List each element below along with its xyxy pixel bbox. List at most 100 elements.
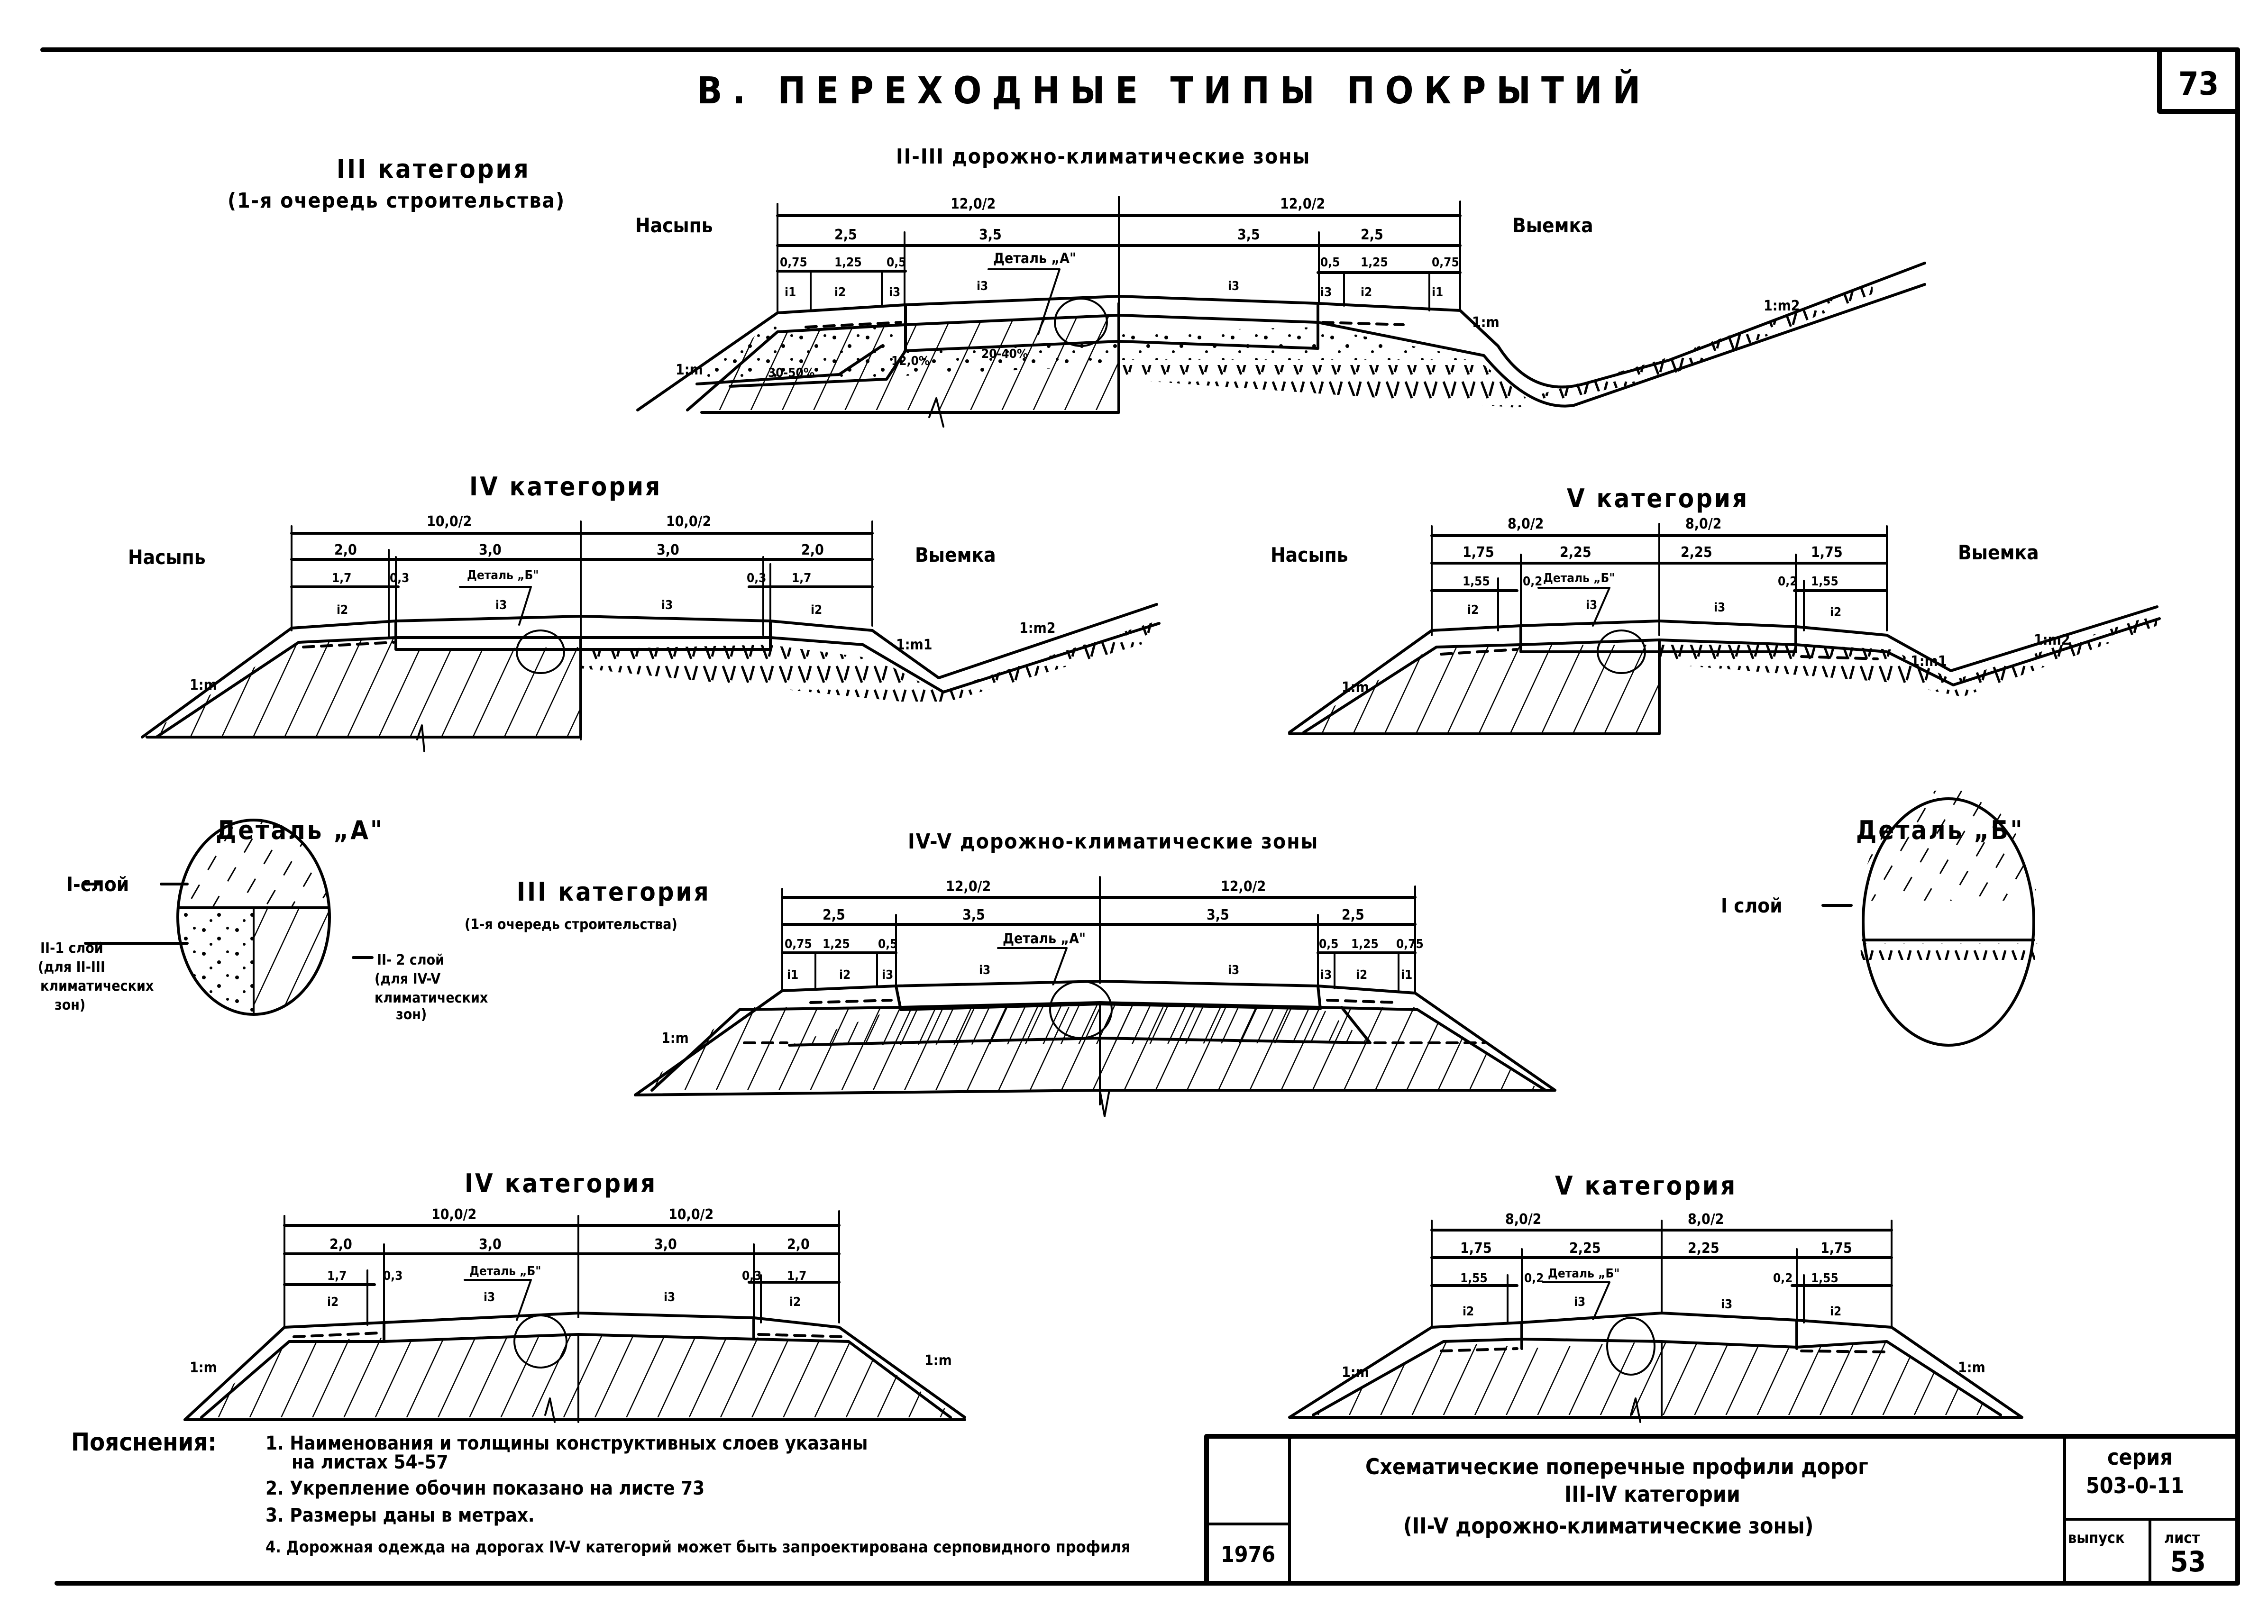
svg-text:0,75: 0,75 [1396,937,1424,951]
svg-text:12,0/2: 12,0/2 [951,196,996,212]
svg-text:i3: i3 [977,279,988,293]
svg-text:0,75: 0,75 [785,937,812,951]
svg-text:8,0/2: 8,0/2 [1508,516,1544,532]
svg-text:10,0/2: 10,0/2 [431,1206,476,1223]
svg-text:8,0/2: 8,0/2 [1688,1211,1724,1228]
profile-top-cat3: III категория (1-я очередь строительства… [228,154,1926,428]
svg-text:Деталь „Б": Деталь „Б" [1543,571,1615,585]
stamp-issue-label: выпуск [2068,1529,2125,1547]
svg-text:III категория: III категория [517,877,711,907]
svg-text:3,0: 3,0 [479,542,502,558]
svg-text:0,3: 0,3 [383,1269,402,1283]
svg-text:0,2: 0,2 [1773,1271,1792,1286]
svg-text:i2: i2 [834,285,846,300]
svg-text:зон): зон) [396,1006,427,1023]
svg-text:(для II-III: (для II-III [38,959,105,976]
svg-text:3,0: 3,0 [479,1236,502,1253]
svg-text:1:m: 1:m [1342,679,1369,696]
stamp-series-label: серия [2107,1444,2173,1470]
svg-text:2,0: 2,0 [334,542,357,558]
svg-text:i3: i3 [979,963,990,977]
svg-text:i3: i3 [1586,598,1597,612]
stamp-title-line2: III-IV категории [1564,1481,1740,1507]
svg-text:1,25: 1,25 [1361,255,1388,270]
svg-text:1:m: 1:m [190,677,217,693]
svg-text:1:m: 1:m [661,1030,689,1047]
cut-label: Выемка [1512,214,1593,237]
svg-text:i3: i3 [661,598,673,612]
svg-text:i2: i2 [1830,605,1841,620]
svg-text:10,0/2: 10,0/2 [668,1206,713,1223]
svg-text:1,7: 1,7 [787,1269,806,1283]
svg-text:Деталь „Б": Деталь „Б" [469,1264,541,1278]
svg-text:1:m2: 1:m2 [1764,298,1800,314]
profile-top-cat5: V категория Насыпь Выемка 8,0/2 8,0/2 1,… [1271,484,2161,735]
svg-text:i3: i3 [1721,1297,1732,1312]
svg-text:i3: i3 [495,598,507,612]
svg-text:i1: i1 [787,968,798,982]
stamp-sheet-label: лист [2164,1529,2200,1547]
svg-text:2,5: 2,5 [834,227,857,243]
svg-text:1:m: 1:m [924,1352,952,1369]
svg-text:0,3: 0,3 [747,571,766,585]
svg-text:i2: i2 [1467,603,1479,617]
svg-text:0,5: 0,5 [1319,937,1338,951]
svg-text:i3: i3 [1714,601,1725,615]
sheet-frame [40,47,2240,1586]
svg-text:IV категория: IV категория [465,1168,657,1198]
svg-text:1,7: 1,7 [332,571,351,585]
svg-text:2,25: 2,25 [1681,544,1712,561]
svg-text:V категория: V категория [1555,1171,1737,1201]
svg-text:Деталь „Б": Деталь „Б" [467,568,539,583]
svg-text:IV категория: IV категория [469,472,662,502]
svg-text:Выемка: Выемка [915,543,996,566]
svg-text:i3: i3 [889,285,900,300]
svg-text:3,5: 3,5 [1207,907,1229,923]
svg-text:2,5: 2,5 [1361,227,1383,243]
svg-text:0,5: 0,5 [887,255,906,270]
svg-text:i3: i3 [1320,968,1332,982]
svg-text:1,25: 1,25 [1351,937,1379,951]
svg-text:i1: i1 [1401,968,1412,982]
profile-bottom-cat4: IV категория 10,0/2 10,0/2 2,0 3,0 3,0 2… [183,1168,966,1423]
svg-text:1,75: 1,75 [1820,1240,1852,1257]
svg-text:3. Размеры даны в метрах.: 3. Размеры даны в метрах. [265,1505,535,1526]
svg-text:0,2: 0,2 [1523,575,1542,589]
profile-bottom-cat3: III категория (1-я очередь строительства… [465,876,1556,1117]
svg-text:V категория: V категория [1567,484,1749,513]
svg-text:1,25: 1,25 [834,255,862,270]
svg-text:i3: i3 [664,1290,675,1305]
stamp-title-line3: (II-V дорожно-климатические зоны) [1403,1513,1813,1539]
svg-text:i1: i1 [785,285,796,300]
svg-text:i2: i2 [337,603,348,617]
svg-text:i2: i2 [1463,1305,1474,1319]
svg-text:i2: i2 [1361,285,1372,300]
svg-text:1,75: 1,75 [1460,1240,1492,1257]
svg-text:2. Укрепление обочин показано: 2. Укрепление обочин показано на листе 7… [265,1478,704,1499]
svg-text:1,55: 1,55 [1811,575,1838,589]
svg-text:i2: i2 [1830,1305,1841,1319]
svg-text:0,2: 0,2 [1524,1271,1544,1286]
svg-text:i2: i2 [839,968,850,982]
svg-text:(для IV-V: (для IV-V [375,971,440,987]
svg-text:Насыпь: Насыпь [1271,543,1348,566]
svg-text:1. Наименования и толщины конс: 1. Наименования и толщины конструктивных… [265,1432,868,1454]
svg-text:i1: i1 [1432,285,1443,300]
svg-text:2,5: 2,5 [823,907,845,923]
svg-text:1:m2: 1:m2 [1019,620,1055,637]
page-number: 73 [2178,65,2219,103]
svg-text:0,2: 0,2 [1778,575,1797,589]
svg-text:1:m2: 1:m2 [2034,632,2070,648]
sheet-title: В. ПЕРЕХОДНЫЕ ТИПЫ ПОКРЫТИЙ [697,69,1651,112]
svg-text:12,0/2: 12,0/2 [1280,196,1325,212]
svg-text:II- 2 слой: II- 2 слой [377,952,444,968]
svg-text:20-40%: 20-40% [981,347,1028,361]
svg-text:2,0: 2,0 [801,542,824,558]
cat3-top-subtitle: (1-я очередь строительства) [228,189,565,213]
svg-text:0,5: 0,5 [1320,255,1340,270]
svg-text:Насыпь: Насыпь [128,546,206,569]
notes-block: Пояснения: 1. Наименования и толщины кон… [71,1428,1130,1557]
svg-text:2,25: 2,25 [1688,1240,1719,1257]
svg-text:1:m: 1:m [1472,314,1500,331]
